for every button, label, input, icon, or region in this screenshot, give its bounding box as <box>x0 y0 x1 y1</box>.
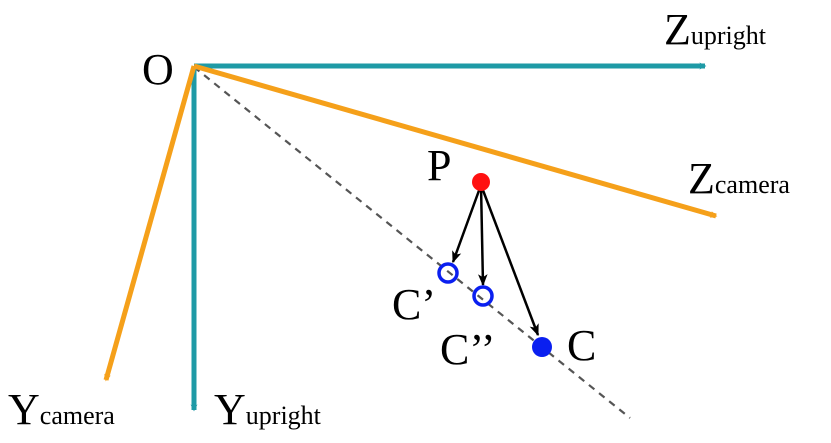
label-origin: O <box>142 45 174 94</box>
label-z-camera-main: Z <box>688 154 715 203</box>
projection-ray <box>193 66 631 419</box>
y-camera-axis <box>103 65 197 382</box>
arrow-p-to-c1 <box>451 184 483 264</box>
arrow-p-to-c2 <box>477 184 488 287</box>
label-z-camera-sub: camera <box>715 170 791 199</box>
label-y-camera-sub: camera <box>40 401 116 430</box>
label-y-upright-sub: upright <box>246 401 322 430</box>
label-z-camera: Zcamera <box>688 154 790 203</box>
label-z-upright-sub: upright <box>691 21 767 50</box>
point-c2 <box>472 285 494 307</box>
label-z-upright-main: Z <box>664 5 691 54</box>
point-c <box>532 337 552 357</box>
label-point-c: C <box>567 321 596 370</box>
point-c1 <box>437 262 459 284</box>
point-p <box>472 173 490 191</box>
arrow-p-to-c <box>479 184 540 337</box>
label-point-p: P <box>427 141 451 190</box>
label-y-upright: Yupright <box>214 385 322 434</box>
label-point-c2: C’’ <box>440 325 495 374</box>
label-y-camera: Ycamera <box>8 385 115 434</box>
label-y-camera-main: Y <box>8 385 40 434</box>
label-point-c1: C’ <box>392 280 436 329</box>
z-camera-axis <box>193 63 718 219</box>
label-y-upright-main: Y <box>214 385 246 434</box>
label-z-upright: Zupright <box>664 5 767 54</box>
